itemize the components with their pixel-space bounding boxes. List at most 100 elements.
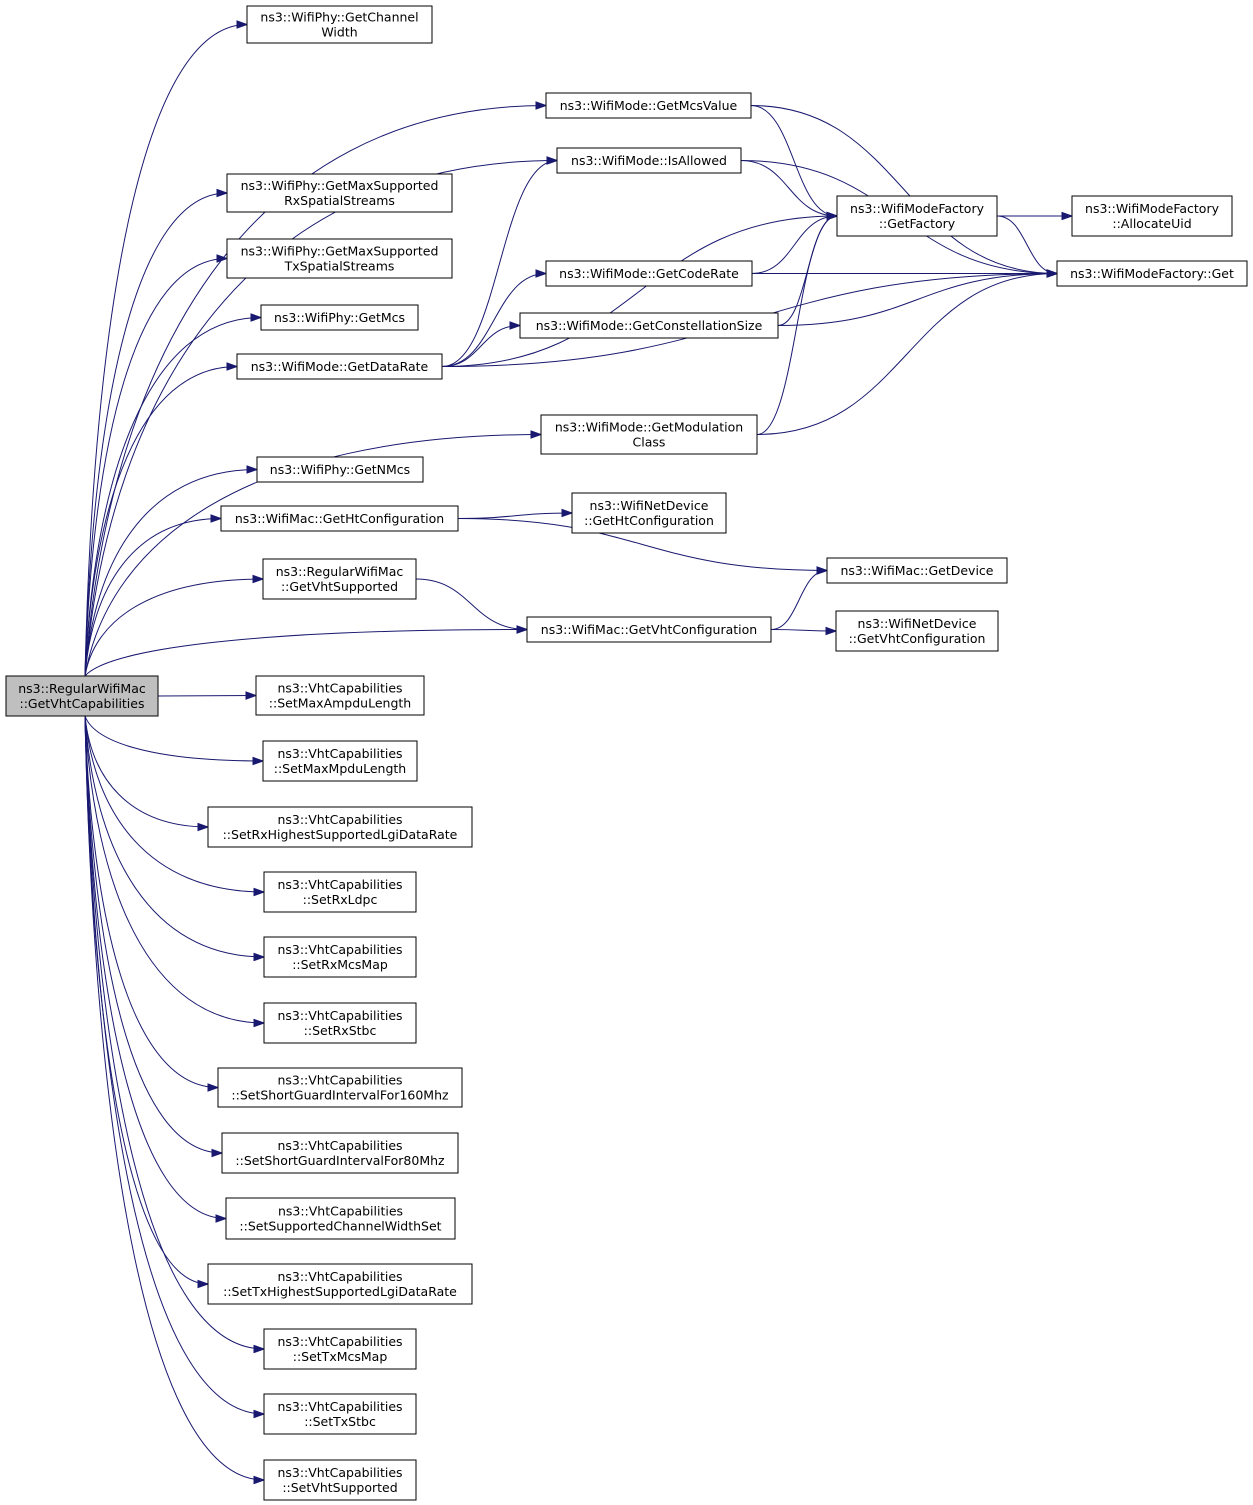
set-rx-stbc-label-line-2: ::SetRxStbc	[304, 1023, 377, 1038]
get-vht-supported-label-line-2: ::GetVhtSupported	[281, 579, 398, 594]
factory-get-label-line-1: ns3::WifiModeFactory::Get	[1070, 266, 1234, 281]
edge-root-to-get-mcs-value	[84, 105, 547, 677]
set-sgi-80-box	[221, 1132, 459, 1174]
node-get-nmcs[interactable]: ns3::WifiPhy::GetNMcs	[256, 456, 424, 483]
node-get-mcs-value[interactable]: ns3::WifiMode::GetMcsValue	[545, 92, 752, 119]
node-get-mcs[interactable]: ns3::WifiPhy::GetMcs	[260, 304, 419, 331]
node-get-vht-supported[interactable]: ns3::RegularWifiMac::GetVhtSupported	[262, 558, 417, 600]
node-allocate-uid[interactable]: ns3::WifiModeFactory::AllocateUid	[1071, 195, 1233, 237]
netdevice-get-ht-configuration-label-line-1: ns3::WifiNetDevice	[590, 498, 709, 513]
node-get-max-supported-rx[interactable]: ns3::WifiPhy::GetMaxSupportedRxSpatialSt…	[226, 173, 453, 213]
set-vht-supported-label-line-2: ::SetVhtSupported	[282, 1480, 397, 1495]
set-max-ampdu-length-box	[255, 675, 425, 716]
set-rx-mcs-map-label-line-1: ns3::VhtCapabilities	[277, 942, 402, 957]
get-factory-label-line-2: ::GetFactory	[879, 216, 956, 231]
edge-root-to-get-mcs-value-arrowhead	[535, 101, 548, 110]
node-set-rx-highest-lgi[interactable]: ns3::VhtCapabilities::SetRxHighestSuppor…	[207, 806, 473, 848]
set-sgi-160-label-line-1: ns3::VhtCapabilities	[277, 1073, 402, 1088]
set-sgi-160-box	[217, 1067, 463, 1108]
edge-root-to-set-rx-mcs-map	[84, 715, 265, 958]
edge-root-to-get-max-supported-tx-arrowhead	[216, 254, 229, 263]
node-mac-get-vht-configuration[interactable]: ns3::WifiMac::GetVhtConfiguration	[526, 616, 772, 643]
edge-get-data-rate-to-get-code-rate-arrowhead	[535, 269, 548, 278]
node-get-factory[interactable]: ns3::WifiModeFactory::GetFactory	[836, 195, 998, 237]
node-get-data-rate[interactable]: ns3::WifiMode::GetDataRate	[236, 353, 443, 380]
edge-root-to-set-sgi-80	[84, 715, 223, 1154]
node-set-sgi-160[interactable]: ns3::VhtCapabilities::SetShortGuardInter…	[217, 1067, 463, 1108]
factory-get-box	[1056, 260, 1248, 287]
netdevice-get-vht-configuration-box	[835, 610, 999, 652]
node-set-rx-stbc[interactable]: ns3::VhtCapabilities::SetRxStbc	[263, 1002, 417, 1044]
get-mcs-value-box	[545, 92, 752, 119]
get-max-supported-rx-label-line-1: ns3::WifiPhy::GetMaxSupported	[241, 178, 439, 193]
root-node[interactable]: ns3::RegularWifiMac::GetVhtCapabilities	[5, 675, 159, 717]
edge-root-to-set-rx-mcs-map-arrowhead	[253, 952, 266, 962]
get-max-supported-tx-box	[226, 238, 453, 279]
node-factory-get[interactable]: ns3::WifiModeFactory::Get	[1056, 260, 1248, 287]
set-max-mpdu-length-label-line-1: ns3::VhtCapabilities	[277, 746, 402, 761]
set-rx-stbc-label-line-1: ns3::VhtCapabilities	[277, 1008, 402, 1023]
edge-root-to-get-vht-supported-arrowhead	[252, 574, 265, 584]
node-set-supported-cw-set[interactable]: ns3::VhtCapabilities::SetSupportedChanne…	[225, 1197, 456, 1240]
edge-root-to-get-max-supported-rx-arrowhead	[216, 188, 229, 198]
node-mac-get-device[interactable]: ns3::WifiMac::GetDevice	[826, 557, 1008, 584]
get-max-supported-rx-label-line-2: RxSpatialStreams	[284, 193, 395, 208]
node-set-tx-highest-lgi[interactable]: ns3::VhtCapabilities::SetTxHighestSuppor…	[207, 1263, 473, 1305]
node-netdevice-get-ht-configuration[interactable]: ns3::WifiNetDevice::GetHtConfiguration	[571, 492, 727, 534]
netdevice-get-ht-configuration-box	[571, 492, 727, 534]
get-vht-supported-box	[262, 558, 417, 600]
edge-mac-get-ht-configuration-to-netdevice-get-ht-configuration-arrowhead	[561, 508, 574, 518]
set-max-mpdu-length-label-line-2: ::SetMaxMpduLength	[274, 761, 406, 776]
edge-root-to-set-rx-ldpc-arrowhead	[253, 887, 266, 897]
set-tx-stbc-box	[263, 1393, 417, 1435]
edge-root-to-mac-get-ht-configuration-arrowhead	[210, 514, 223, 523]
node-set-rx-ldpc[interactable]: ns3::VhtCapabilities::SetRxLdpc	[263, 871, 417, 913]
set-max-ampdu-length-label-line-2: ::SetMaxAmpduLength	[269, 696, 411, 711]
edge-root-to-set-max-mpdu-length	[84, 715, 264, 762]
get-data-rate-label-line-1: ns3::WifiMode::GetDataRate	[251, 359, 429, 374]
node-set-sgi-80[interactable]: ns3::VhtCapabilities::SetShortGuardInter…	[221, 1132, 459, 1174]
set-tx-mcs-map-box	[263, 1328, 417, 1370]
set-rx-ldpc-label-line-2: ::SetRxLdpc	[303, 892, 378, 907]
node-get-constellation-size[interactable]: ns3::WifiMode::GetConstellationSize	[519, 312, 779, 339]
get-factory-label-line-1: ns3::WifiModeFactory	[850, 201, 985, 216]
mac-get-device-label-line-1: ns3::WifiMac::GetDevice	[840, 563, 993, 578]
edge-root-to-set-rx-stbc-arrowhead	[253, 1018, 266, 1028]
get-factory-box	[836, 195, 998, 237]
node-set-max-mpdu-length[interactable]: ns3::VhtCapabilities::SetMaxMpduLength	[262, 740, 418, 782]
node-set-rx-mcs-map[interactable]: ns3::VhtCapabilities::SetRxMcsMap	[263, 936, 417, 978]
edge-get-data-rate-to-is-allowed-arrowhead	[546, 156, 559, 165]
node-get-max-supported-tx[interactable]: ns3::WifiPhy::GetMaxSupportedTxSpatialSt…	[226, 238, 453, 279]
edge-root-to-set-max-ampdu-length-arrowhead	[245, 691, 258, 700]
set-rx-ldpc-label-line-1: ns3::VhtCapabilities	[277, 877, 402, 892]
edge-get-mcs-value-to-get-factory	[750, 105, 838, 217]
set-supported-cw-set-box	[225, 1197, 456, 1240]
mac-get-vht-configuration-label-line-1: ns3::WifiMac::GetVhtConfiguration	[541, 622, 757, 637]
edge-get-data-rate-to-is-allowed	[441, 160, 558, 367]
node-get-code-rate[interactable]: ns3::WifiMode::GetCodeRate	[545, 260, 753, 287]
edge-root-to-get-max-supported-tx	[84, 258, 228, 677]
root-box	[5, 675, 159, 717]
node-set-max-ampdu-length[interactable]: ns3::VhtCapabilities::SetMaxAmpduLength	[255, 675, 425, 716]
edge-root-to-get-channel-width-arrowhead	[236, 20, 249, 29]
get-modulation-class-label-line-2: Class	[633, 435, 666, 450]
set-tx-mcs-map-label-line-1: ns3::VhtCapabilities	[277, 1334, 402, 1349]
get-modulation-class-label-line-1: ns3::WifiMode::GetModulation	[555, 420, 743, 435]
node-netdevice-get-vht-configuration[interactable]: ns3::WifiNetDevice::GetVhtConfiguration	[835, 610, 999, 652]
node-set-tx-mcs-map[interactable]: ns3::VhtCapabilities::SetTxMcsMap	[263, 1328, 417, 1370]
edge-mac-get-vht-configuration-to-mac-get-device	[770, 570, 828, 630]
get-mcs-box	[260, 304, 419, 331]
edge-get-data-rate-to-get-code-rate	[441, 273, 547, 367]
edge-root-to-mac-get-ht-configuration	[84, 518, 222, 677]
node-set-tx-stbc[interactable]: ns3::VhtCapabilities::SetTxStbc	[263, 1393, 417, 1435]
edge-root-to-get-modulation-class	[84, 434, 542, 677]
set-tx-stbc-label-line-1: ns3::VhtCapabilities	[277, 1399, 402, 1414]
node-is-allowed[interactable]: ns3::WifiMode::IsAllowed	[556, 147, 742, 174]
set-rx-highest-lgi-box	[207, 806, 473, 848]
edge-root-to-set-rx-highest-lgi	[84, 715, 209, 828]
netdevice-get-ht-configuration-label-line-2: ::GetHtConfiguration	[584, 513, 714, 528]
node-mac-get-ht-configuration[interactable]: ns3::WifiMac::GetHtConfiguration	[220, 505, 459, 532]
node-set-vht-supported[interactable]: ns3::VhtCapabilities::SetVhtSupported	[263, 1459, 417, 1501]
